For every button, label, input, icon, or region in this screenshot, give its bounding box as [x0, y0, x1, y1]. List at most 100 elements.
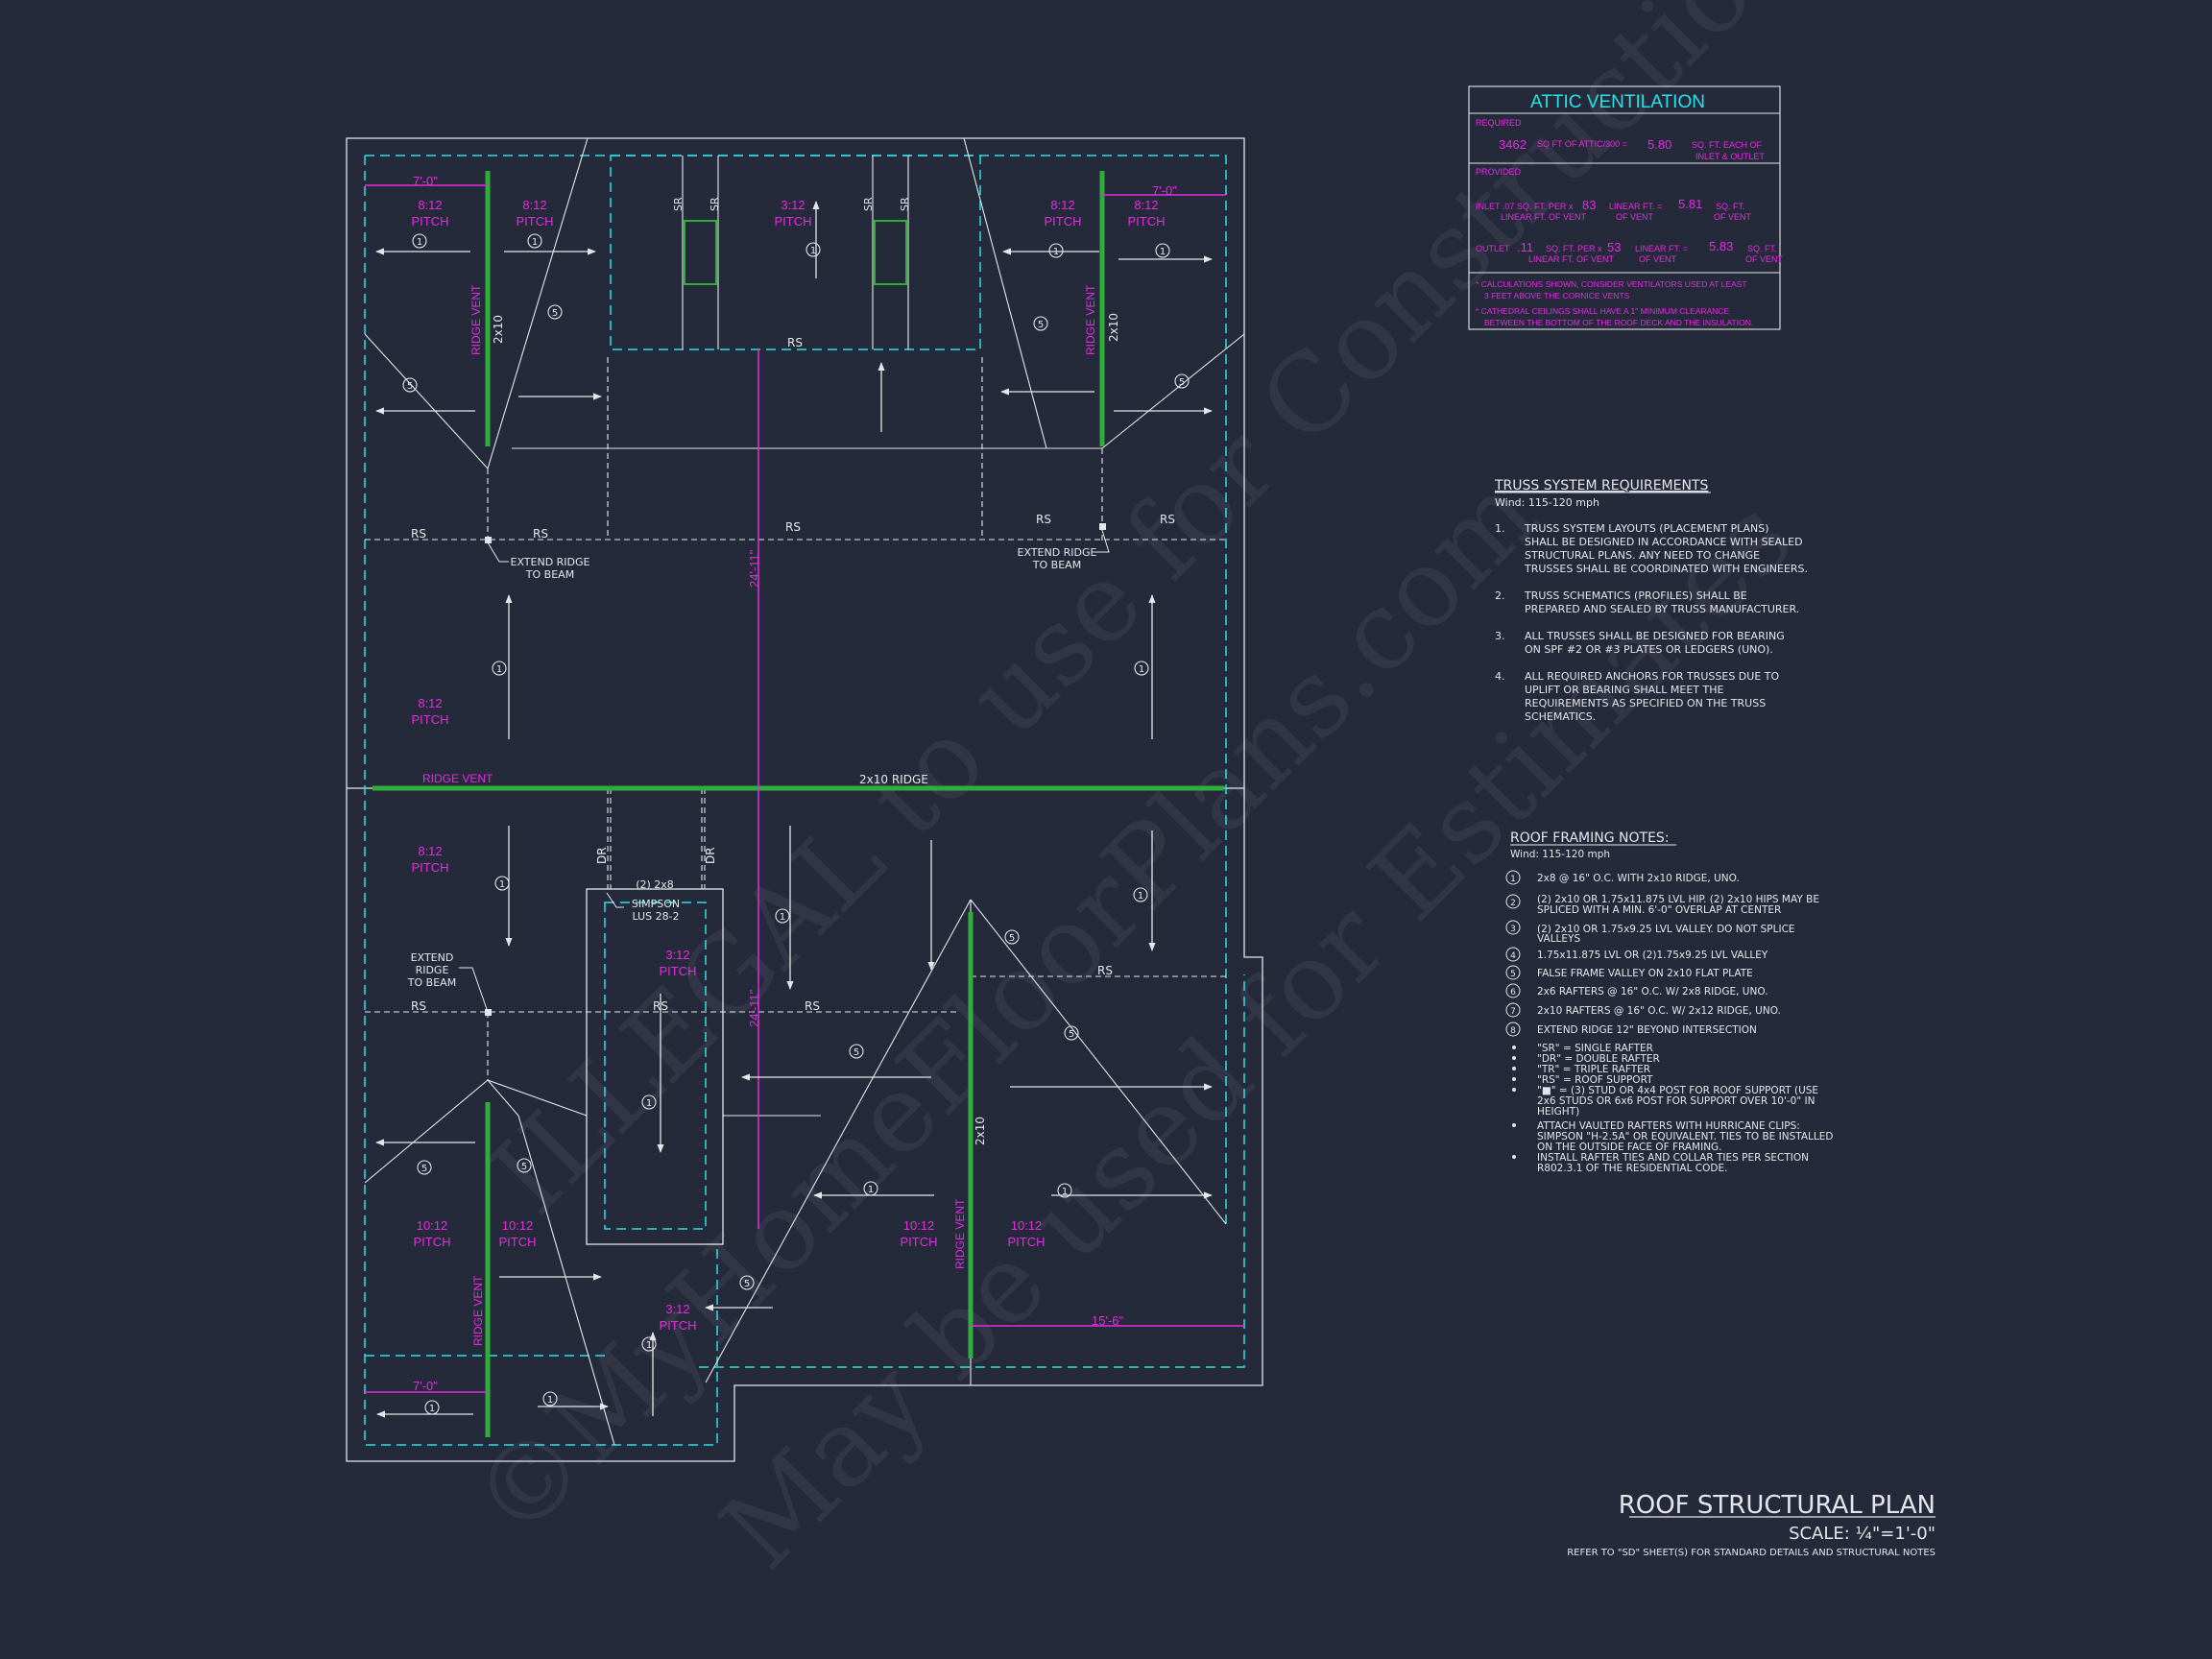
skylights: SR SR SR SR: [672, 156, 911, 349]
svg-text:TRUSS SCHEMATICS (PROFILES) SH: TRUSS SCHEMATICS (PROFILES) SHALL BE: [1524, 589, 1747, 602]
svg-text:PITCH: PITCH: [412, 712, 449, 727]
svg-text:1.: 1.: [1495, 522, 1505, 535]
svg-text:R802.3.1 OF THE RESIDENTIAL C: R802.3.1 OF THE RESIDENTIAL CODE.: [1537, 1163, 1727, 1174]
svg-text:EXTEND: EXTEND: [411, 951, 454, 964]
svg-text:5: 5: [1009, 933, 1015, 944]
svg-text:DR: DR: [704, 847, 717, 864]
sr-label: SR: [672, 197, 685, 211]
svg-text:2x6 STUDS OR 6x6 POST FOR SUPP: 2x6 STUDS OR 6x6 POST FOR SUPPORT OVER 1…: [1537, 1095, 1815, 1107]
svg-text:BETWEEN THE BOTTOM OF THE ROOF: BETWEEN THE BOTTOM OF THE ROOF DECK AND …: [1484, 318, 1753, 327]
attic-ventilation-table: ATTIC VENTILATION REQUIRED 3462 SQ FT OF…: [1468, 85, 1784, 330]
svg-text:7'-0": 7'-0": [413, 1379, 438, 1393]
svg-text:OF VENT: OF VENT: [1714, 212, 1752, 222]
svg-text:4: 4: [1510, 951, 1516, 961]
svg-text:1: 1: [499, 879, 505, 890]
support-lines: [365, 357, 1226, 1080]
svg-text:24'-11": 24'-11": [747, 549, 761, 588]
svg-text:10:12: 10:12: [417, 1218, 448, 1233]
svg-text:5: 5: [1179, 377, 1185, 388]
svg-text:ATTACH VAULTED RAFTERS WITH HU: ATTACH VAULTED RAFTERS WITH HURRICANE CL…: [1537, 1120, 1800, 1132]
svg-text:1: 1: [780, 912, 785, 923]
support-posts: [485, 523, 1106, 1016]
svg-text:RIDGE VENT: RIDGE VENT: [471, 1275, 485, 1346]
svg-text:RS: RS: [411, 527, 426, 541]
svg-text:5: 5: [744, 1279, 750, 1289]
svg-text:5: 5: [1510, 970, 1516, 979]
svg-text:3462: 3462: [1499, 137, 1527, 152]
svg-text:LINEAR FT. =: LINEAR FT. =: [1609, 202, 1662, 211]
svg-text:15'-6": 15'-6": [1092, 1313, 1124, 1328]
svg-text:SHALL BE DESIGNED IN ACCORDANC: SHALL BE DESIGNED IN ACCORDANCE WITH SEA…: [1525, 536, 1803, 548]
svg-text:RS: RS: [533, 527, 548, 541]
svg-text:RIDGE VENT: RIDGE VENT: [469, 284, 483, 355]
svg-text:PITCH: PITCH: [1045, 214, 1082, 228]
svg-text:"TR" = TRIPLE RAFTER: "TR" = TRIPLE RAFTER: [1537, 1064, 1650, 1075]
svg-text:2x10: 2x10: [492, 315, 505, 344]
svg-text:53: 53: [1607, 240, 1621, 254]
svg-text:1: 1: [868, 1185, 874, 1195]
svg-text:RIDGE VENT: RIDGE VENT: [1084, 284, 1097, 355]
svg-text:TO BEAM: TO BEAM: [1032, 559, 1081, 571]
svg-text:INLET & OUTLET: INLET & OUTLET: [1695, 152, 1765, 161]
svg-text:RS: RS: [787, 336, 803, 349]
svg-text:1: 1: [810, 246, 816, 256]
svg-text:PITCH: PITCH: [1128, 214, 1166, 228]
svg-text:RIDGE: RIDGE: [416, 964, 449, 976]
truss-requirements: TRUSS SYSTEM REQUIREMENTS Wind: 115-120 …: [1494, 478, 1808, 723]
sheet-refer-note: REFER TO "SD" SHEET(S) FOR STANDARD DETA…: [1567, 1548, 1936, 1558]
svg-text:EXTEND RIDGE: EXTEND RIDGE: [511, 556, 590, 568]
svg-text:TRUSSES SHALL BE COORDINATED: TRUSSES SHALL BE COORDINATED WITH ENGINE…: [1524, 563, 1808, 575]
svg-text:5: 5: [421, 1164, 427, 1174]
svg-text:ALL TRUSSES SHALL BE DESIGNED: ALL TRUSSES SHALL BE DESIGNED FOR BEARIN…: [1525, 630, 1785, 642]
svg-text:PREPARED AND SEALED BY TRUSS: PREPARED AND SEALED BY TRUSS MANUFACTURE…: [1525, 603, 1799, 615]
title-block: ROOF STRUCTURAL PLAN SCALE: ¼"=1'-0" REF…: [1567, 1491, 1936, 1558]
framing-title: ROOF FRAMING NOTES:: [1510, 830, 1670, 846]
svg-text:SQ. FT. EACH OF: SQ. FT. EACH OF: [1692, 140, 1763, 150]
svg-text:4.: 4.: [1495, 670, 1505, 683]
svg-text:OUTLET: OUTLET: [1476, 244, 1510, 253]
sheet-title: ROOF STRUCTURAL PLAN: [1619, 1491, 1936, 1520]
svg-text:2x6 RAFTERS @ 16" O.C. W/ 2x8: 2x6 RAFTERS @ 16" O.C. W/ 2x8 RIDGE, UNO…: [1537, 986, 1768, 998]
svg-text:PITCH: PITCH: [412, 214, 449, 228]
svg-text:OF VENT: OF VENT: [1745, 254, 1784, 264]
svg-text:ON THE OUTSIDE FACE OF FRAMING: ON THE OUTSIDE FACE OF FRAMING.: [1537, 1142, 1722, 1153]
svg-text:10:12: 10:12: [1011, 1218, 1043, 1233]
svg-text:5: 5: [552, 308, 558, 319]
svg-text:SIMPSON "H-2.5A" OR EQUIVALENT: SIMPSON "H-2.5A" OR EQUIVALENT. TIES TO …: [1537, 1131, 1833, 1142]
svg-text:EXTEND RIDGE 12" BEYOND INTERS: EXTEND RIDGE 12" BEYOND INTERSECTION: [1537, 1024, 1757, 1036]
svg-text:PITCH: PITCH: [660, 964, 697, 978]
svg-text:VALLEYS: VALLEYS: [1537, 933, 1580, 945]
svg-text:EXTEND RIDGE: EXTEND RIDGE: [1018, 546, 1097, 559]
attic-title: ATTIC VENTILATION: [1530, 92, 1705, 112]
svg-text:1: 1: [1053, 247, 1059, 257]
svg-text:5: 5: [854, 1047, 859, 1058]
svg-text:7: 7: [1510, 1007, 1516, 1017]
circle-tag-numbers: 1 1 1 1 1 5 5 5 5 1 1 1 1 1 5 1 5 5 5 5 …: [407, 237, 1185, 1414]
svg-text:2x10: 2x10: [1107, 313, 1120, 342]
svg-text:SQ. FT.: SQ. FT.: [1716, 202, 1745, 211]
svg-text:1: 1: [1138, 891, 1143, 902]
svg-text:* CATHEDRAL CEILINGS SHALL HAV: * CATHEDRAL CEILINGS SHALL HAVE A 1" MIN…: [1476, 306, 1730, 316]
svg-text:5: 5: [521, 1162, 527, 1172]
svg-text:TO BEAM: TO BEAM: [407, 976, 456, 989]
extend-ridge-callouts: EXTEND RIDGE TO BEAM EXTEND RIDGE TO BEA…: [407, 529, 1110, 1013]
svg-text:PITCH: PITCH: [517, 214, 554, 228]
sr-label: SR: [899, 197, 911, 211]
svg-text:8:12: 8:12: [1134, 198, 1158, 212]
svg-text:8:12: 8:12: [418, 844, 442, 858]
svg-text:5.81: 5.81: [1678, 197, 1702, 211]
svg-text:PROVIDED: PROVIDED: [1476, 167, 1522, 177]
svg-text:5: 5: [1038, 320, 1044, 330]
rafter-arrows: [375, 201, 1213, 1418]
svg-text:Wind: 115-120 mph: Wind: 115-120 mph: [1510, 849, 1610, 860]
svg-text:"■" = (3) STUD OR 4x4 POST FOR: "■" = (3) STUD OR 4x4 POST FOR ROOF SUPP…: [1537, 1085, 1818, 1096]
svg-text:REQUIRED: REQUIRED: [1476, 118, 1522, 128]
svg-text:1.75x11.875 LVL OR (2)1.75x9.2: 1.75x11.875 LVL OR (2)1.75x9.25 LVL VALL…: [1537, 950, 1768, 961]
svg-text:UPLIFT OR BEARING SHALL MEET T: UPLIFT OR BEARING SHALL MEET THE: [1525, 684, 1723, 696]
support-labels: RS RS RS RS RS RS RS RS RS RS DR DR: [411, 336, 1175, 1013]
svg-text:RS: RS: [1097, 964, 1113, 977]
svg-text:24'-11": 24'-11": [747, 989, 761, 1027]
svg-text:"RS" = ROOF SUPPORT: "RS" = ROOF SUPPORT: [1537, 1074, 1653, 1086]
